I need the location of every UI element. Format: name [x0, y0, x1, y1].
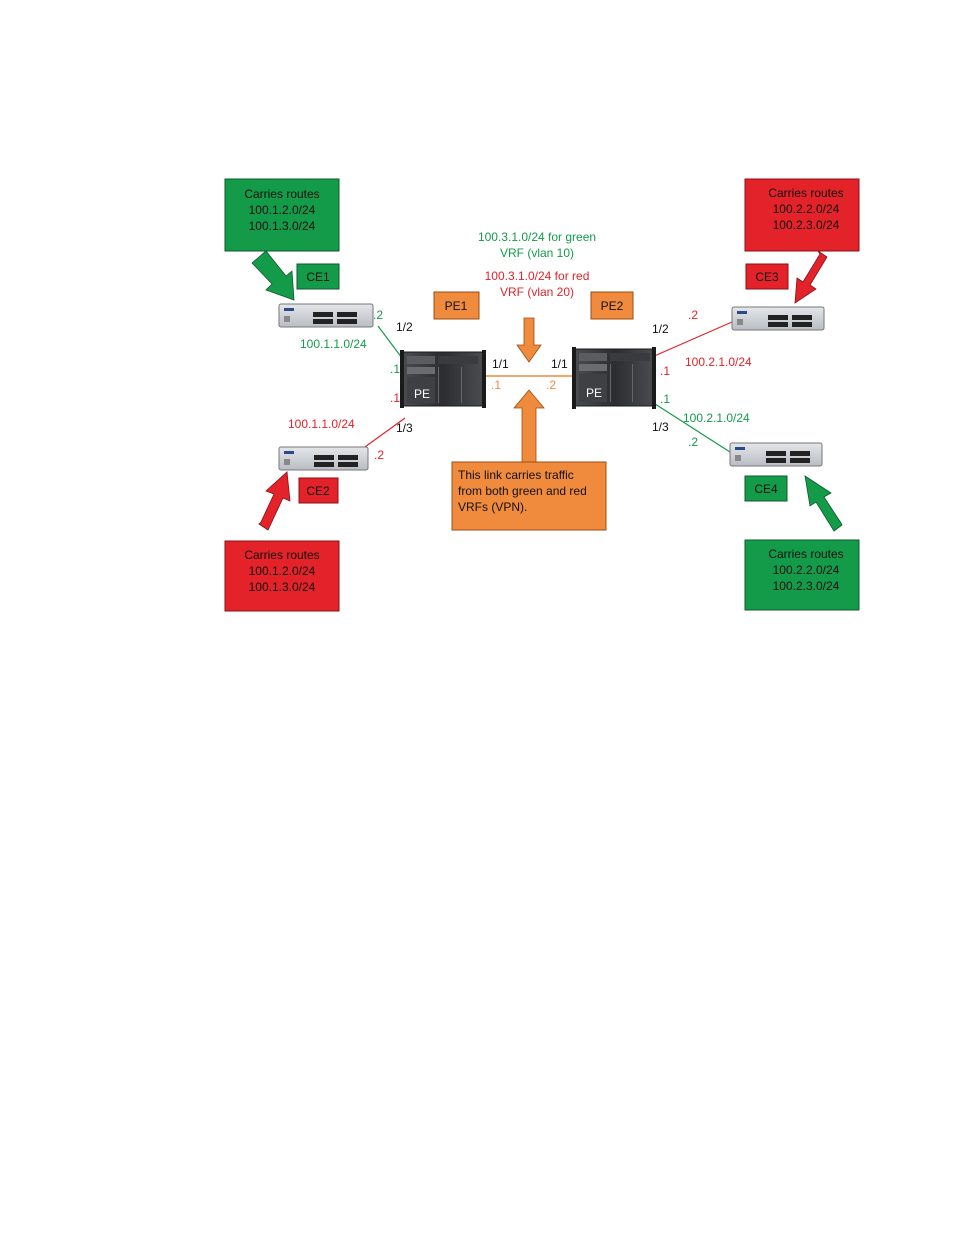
arrow-vrf-note-down [516, 317, 542, 363]
addr-pe2-red-dot1: .1 [660, 364, 670, 378]
ce1-label-box: CE1 [296, 263, 340, 290]
link-note-line3: VRFs (VPN). [458, 500, 527, 514]
ce1-switch [278, 303, 374, 328]
addr-ce4-dot2: .2 [688, 435, 698, 449]
arrow-route-box-to-ce3 [794, 250, 828, 304]
route-box-title: Carries routes [768, 547, 843, 561]
pe2-label-box: PE2 [590, 291, 634, 320]
route-box-line2: 100.1.3.0/24 [249, 580, 316, 594]
red-vrf-note-line2: VRF (vlan 20) [500, 285, 574, 299]
ce4-label-box: CE4 [744, 475, 788, 502]
pe1-label-box: PE1 [433, 291, 480, 320]
green-vrf-note-line1: 100.3.1.0/24 for green [478, 230, 596, 244]
link-note-line1: This link carries traffic [458, 468, 574, 482]
route-box-line2: 100.1.3.0/24 [249, 219, 316, 233]
ce2-label-box: CE2 [298, 477, 339, 504]
route-box-line1: 100.1.2.0/24 [249, 203, 316, 217]
link-note-line2: from both green and red [458, 484, 587, 498]
arrow-link-note-up [513, 389, 545, 463]
route-box-top-right: Carries routes 100.2.2.0/24 100.2.3.0/24 [744, 178, 860, 252]
ce4-switch [729, 442, 823, 467]
net-ce1-pe1: 100.1.1.0/24 [300, 337, 367, 351]
addr-pe1-green-dot1: .1 [390, 362, 400, 376]
ce1-label: CE1 [306, 270, 330, 284]
pe1-chassis: PE [400, 350, 486, 408]
ce3-label-box: CE3 [745, 263, 789, 290]
ce3-label: CE3 [755, 270, 779, 284]
link-ce2-pe1 [357, 417, 406, 453]
arrow-route-box-to-ce1 [251, 250, 295, 301]
route-box-line2: 100.2.3.0/24 [773, 579, 840, 593]
ce3-switch [731, 306, 825, 331]
link-pe2-ce4 [651, 401, 731, 453]
addr-pe2-green-dot1: .1 [660, 392, 670, 406]
route-box-line2: 100.2.3.0/24 [773, 218, 840, 232]
port-pe2-1-1: 1/1 [551, 357, 568, 371]
ce4-label: CE4 [754, 482, 778, 496]
addr-ce3-dot2: .2 [688, 308, 698, 322]
arrow-route-box-to-ce4 [804, 475, 843, 532]
pe1-device-label: PE [414, 387, 430, 401]
route-box-line1: 100.2.2.0/24 [773, 563, 840, 577]
shared-link-note: This link carries traffic from both gree… [451, 461, 607, 531]
port-pe2-1-3: 1/3 [652, 420, 669, 434]
addr-ce1-dot2: .2 [373, 308, 383, 322]
pe1-label: PE1 [445, 299, 468, 313]
addr-pe1-core-dot1: .1 [491, 378, 501, 392]
red-vrf-note-line1: 100.3.1.0/24 for red [485, 269, 590, 283]
arrow-route-box-to-ce2 [258, 471, 291, 531]
route-box-line1: 100.2.2.0/24 [773, 202, 840, 216]
pe2-chassis: PE [572, 347, 656, 409]
route-box-line1: 100.1.2.0/24 [249, 564, 316, 578]
net-pe2-ce3: 100.2.1.0/24 [685, 355, 752, 369]
link-pe2-ce3 [651, 321, 733, 358]
route-box-top-left: Carries routes 100.1.2.0/24 100.1.3.0/24 [224, 178, 340, 252]
port-pe1-1-3: 1/3 [396, 421, 413, 435]
route-box-title: Carries routes [768, 186, 843, 200]
route-box-bottom-right: Carries routes 100.2.2.0/24 100.2.3.0/24 [744, 539, 860, 611]
ce2-switch [278, 446, 369, 471]
route-box-bottom-left: Carries routes 100.1.2.0/24 100.1.3.0/24 [224, 540, 340, 612]
green-vrf-note-line2: VRF (vlan 10) [500, 246, 574, 260]
pe2-label: PE2 [601, 299, 624, 313]
port-pe2-1-2: 1/2 [652, 322, 669, 336]
pe2-device-label: PE [586, 386, 602, 400]
net-pe2-ce4: 100.2.1.0/24 [683, 411, 750, 425]
ce2-label: CE2 [306, 484, 330, 498]
addr-ce2-dot2: .2 [374, 448, 384, 462]
addr-pe1-red-dot1: .1 [390, 391, 400, 405]
port-pe1-1-1: 1/1 [492, 357, 509, 371]
addr-pe2-core-dot2: .2 [546, 378, 556, 392]
port-pe1-1-2: 1/2 [396, 320, 413, 334]
route-box-title: Carries routes [244, 548, 319, 562]
route-box-title: Carries routes [244, 187, 319, 201]
net-ce2-pe1: 100.1.1.0/24 [288, 417, 355, 431]
